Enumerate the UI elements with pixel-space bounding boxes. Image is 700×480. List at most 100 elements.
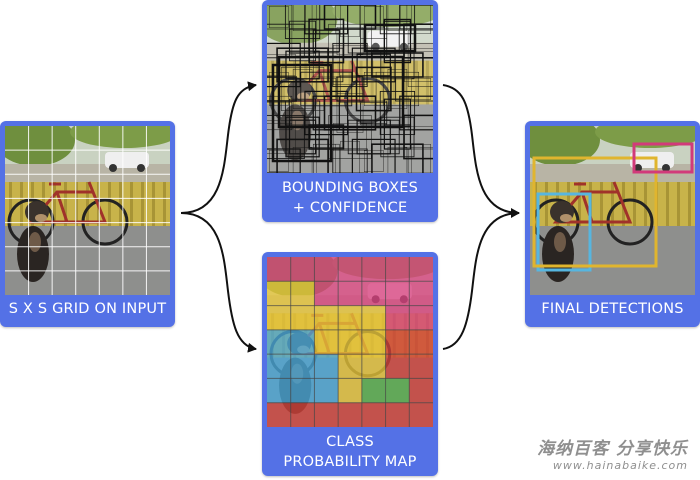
candidate-box (360, 101, 388, 125)
railing-slat (392, 60, 396, 107)
input-grid-overlay (5, 126, 170, 295)
dog-chest (29, 232, 41, 252)
arrow-classmap-to-final (442, 212, 520, 350)
candidate-box (267, 5, 293, 30)
boxes-photo-wash (267, 5, 433, 173)
photo-scene (5, 126, 170, 295)
candidate-box (411, 5, 431, 34)
class-cell-other (409, 329, 433, 355)
bounding-boxes-photo (267, 5, 433, 173)
class-cell-bicycle (338, 354, 362, 379)
class-cell-dining_table (361, 378, 386, 403)
candidate-box (316, 77, 336, 100)
candidate-box (323, 95, 377, 131)
railing-slat (108, 182, 111, 228)
class-cell-bicycle (361, 354, 386, 379)
class-grid-overlay (267, 257, 433, 427)
candidate-box (332, 148, 368, 173)
class-cell-other (409, 402, 433, 427)
bounding-boxes-panel: BOUNDING BOXES + CONFIDENCE (262, 0, 438, 222)
car-wheel-front (109, 164, 117, 172)
grid-input-panel: S X S GRID ON INPUT (0, 121, 175, 327)
class-cell-other (314, 402, 339, 427)
class-cell-car (361, 257, 386, 282)
class-cell-other (361, 402, 386, 427)
candidate-box (404, 48, 433, 82)
photo-scene (530, 126, 695, 295)
candidate-box (364, 149, 384, 172)
class-cell-bicycle (267, 281, 291, 306)
class-probability-label-line1: CLASS (326, 434, 374, 450)
arrow-grid-to-classmap (180, 212, 257, 353)
car-wheel-rear (662, 164, 670, 172)
candidate-box (387, 146, 408, 173)
class-cell-dog (314, 354, 339, 379)
dog-body (17, 226, 49, 282)
candidate-box (407, 95, 433, 130)
candidate-box-bicycle (277, 55, 405, 129)
class-cells (267, 257, 433, 427)
candidate-box (356, 119, 391, 155)
candidate-box (364, 5, 384, 29)
candidate-box (383, 20, 412, 62)
candidate-box (332, 42, 368, 88)
railing-slat (326, 60, 330, 107)
candidate-box (356, 53, 391, 77)
railing-slat (9, 182, 12, 228)
candidate-box (288, 119, 317, 155)
candidate-box (292, 68, 313, 109)
class-cell-dog (267, 329, 291, 355)
candidate-box (308, 124, 345, 150)
final-detections-panel: FINAL DETECTIONS (525, 121, 700, 327)
car-body (630, 152, 674, 168)
candidate-box (360, 5, 388, 39)
watermark-url: www.hainabaike.com (552, 459, 688, 472)
bounding-boxes-image (267, 5, 433, 173)
candidate-box (340, 5, 360, 37)
candidate-box (336, 92, 364, 133)
railing-slat (545, 182, 548, 228)
railing-slat (688, 182, 691, 228)
railing-slat (337, 60, 341, 107)
candidate-box (269, 5, 289, 29)
railing-slat (611, 182, 614, 228)
class-probability-label-line2: PROBABILITY MAP (283, 454, 417, 470)
candidate-box (316, 5, 336, 34)
class-cell-car (385, 281, 410, 306)
dog-muzzle (35, 214, 47, 222)
class-cell-bicycle (290, 305, 315, 330)
candidate-box (351, 138, 396, 173)
railing-slat (130, 182, 133, 228)
railing-slat (163, 182, 166, 228)
car-body (105, 152, 149, 168)
dog-body (542, 226, 574, 282)
candidate-boxes (267, 5, 433, 173)
candidate-box (387, 5, 408, 32)
railing-slat (600, 182, 603, 228)
candidate-box (284, 100, 321, 126)
railing-slat (348, 60, 352, 107)
candidate-box (355, 66, 392, 112)
railing-slat (633, 182, 636, 228)
class-cell-bicycle (338, 378, 362, 403)
class-cell-car (314, 257, 339, 282)
candidate-box (383, 124, 412, 150)
candidate-box (340, 140, 360, 173)
tree-foliage (5, 126, 75, 166)
car-wheel-front (634, 164, 642, 172)
candidate-box (379, 90, 416, 136)
bicycle-frame (289, 60, 370, 102)
class-cell-car (385, 305, 410, 330)
candidate-box (340, 74, 360, 103)
railing-slat (86, 182, 89, 228)
dog-body (279, 104, 312, 161)
grid-input-image (5, 126, 170, 295)
class-cell-bicycle (361, 329, 386, 355)
class-probability-panel: CLASS PROBABILITY MAP (262, 252, 438, 476)
class-cell-dog (267, 354, 291, 379)
class-cell-car (361, 281, 386, 306)
class-probability-image (267, 257, 433, 427)
candidate-box (333, 122, 367, 151)
class-cell-other (385, 354, 410, 379)
class-cell-car (338, 281, 362, 306)
